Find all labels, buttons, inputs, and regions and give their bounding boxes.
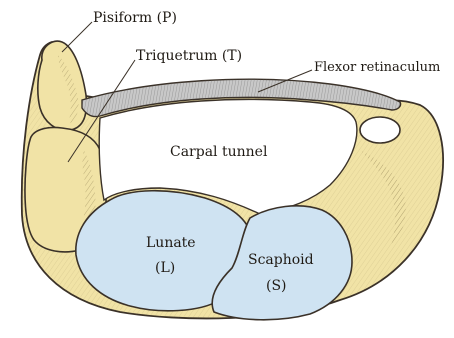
small-canal-opening bbox=[360, 117, 400, 143]
scaphoid-label: Scaphoid bbox=[248, 252, 314, 268]
lunate-label: Lunate bbox=[146, 235, 196, 251]
lunate-abbr-label: (L) bbox=[155, 260, 175, 276]
flexor-retinaculum-label: Flexor retinaculum bbox=[314, 60, 440, 75]
triquetrum-label: Triquetrum (T) bbox=[136, 48, 242, 64]
pisiform-label: Pisiform (P) bbox=[93, 10, 177, 26]
scaphoid-abbr-label: (S) bbox=[266, 278, 287, 294]
pisiform-leader bbox=[62, 22, 92, 52]
carpal-tunnel-label: Carpal tunnel bbox=[170, 144, 268, 160]
pisiform-bone bbox=[38, 41, 87, 130]
